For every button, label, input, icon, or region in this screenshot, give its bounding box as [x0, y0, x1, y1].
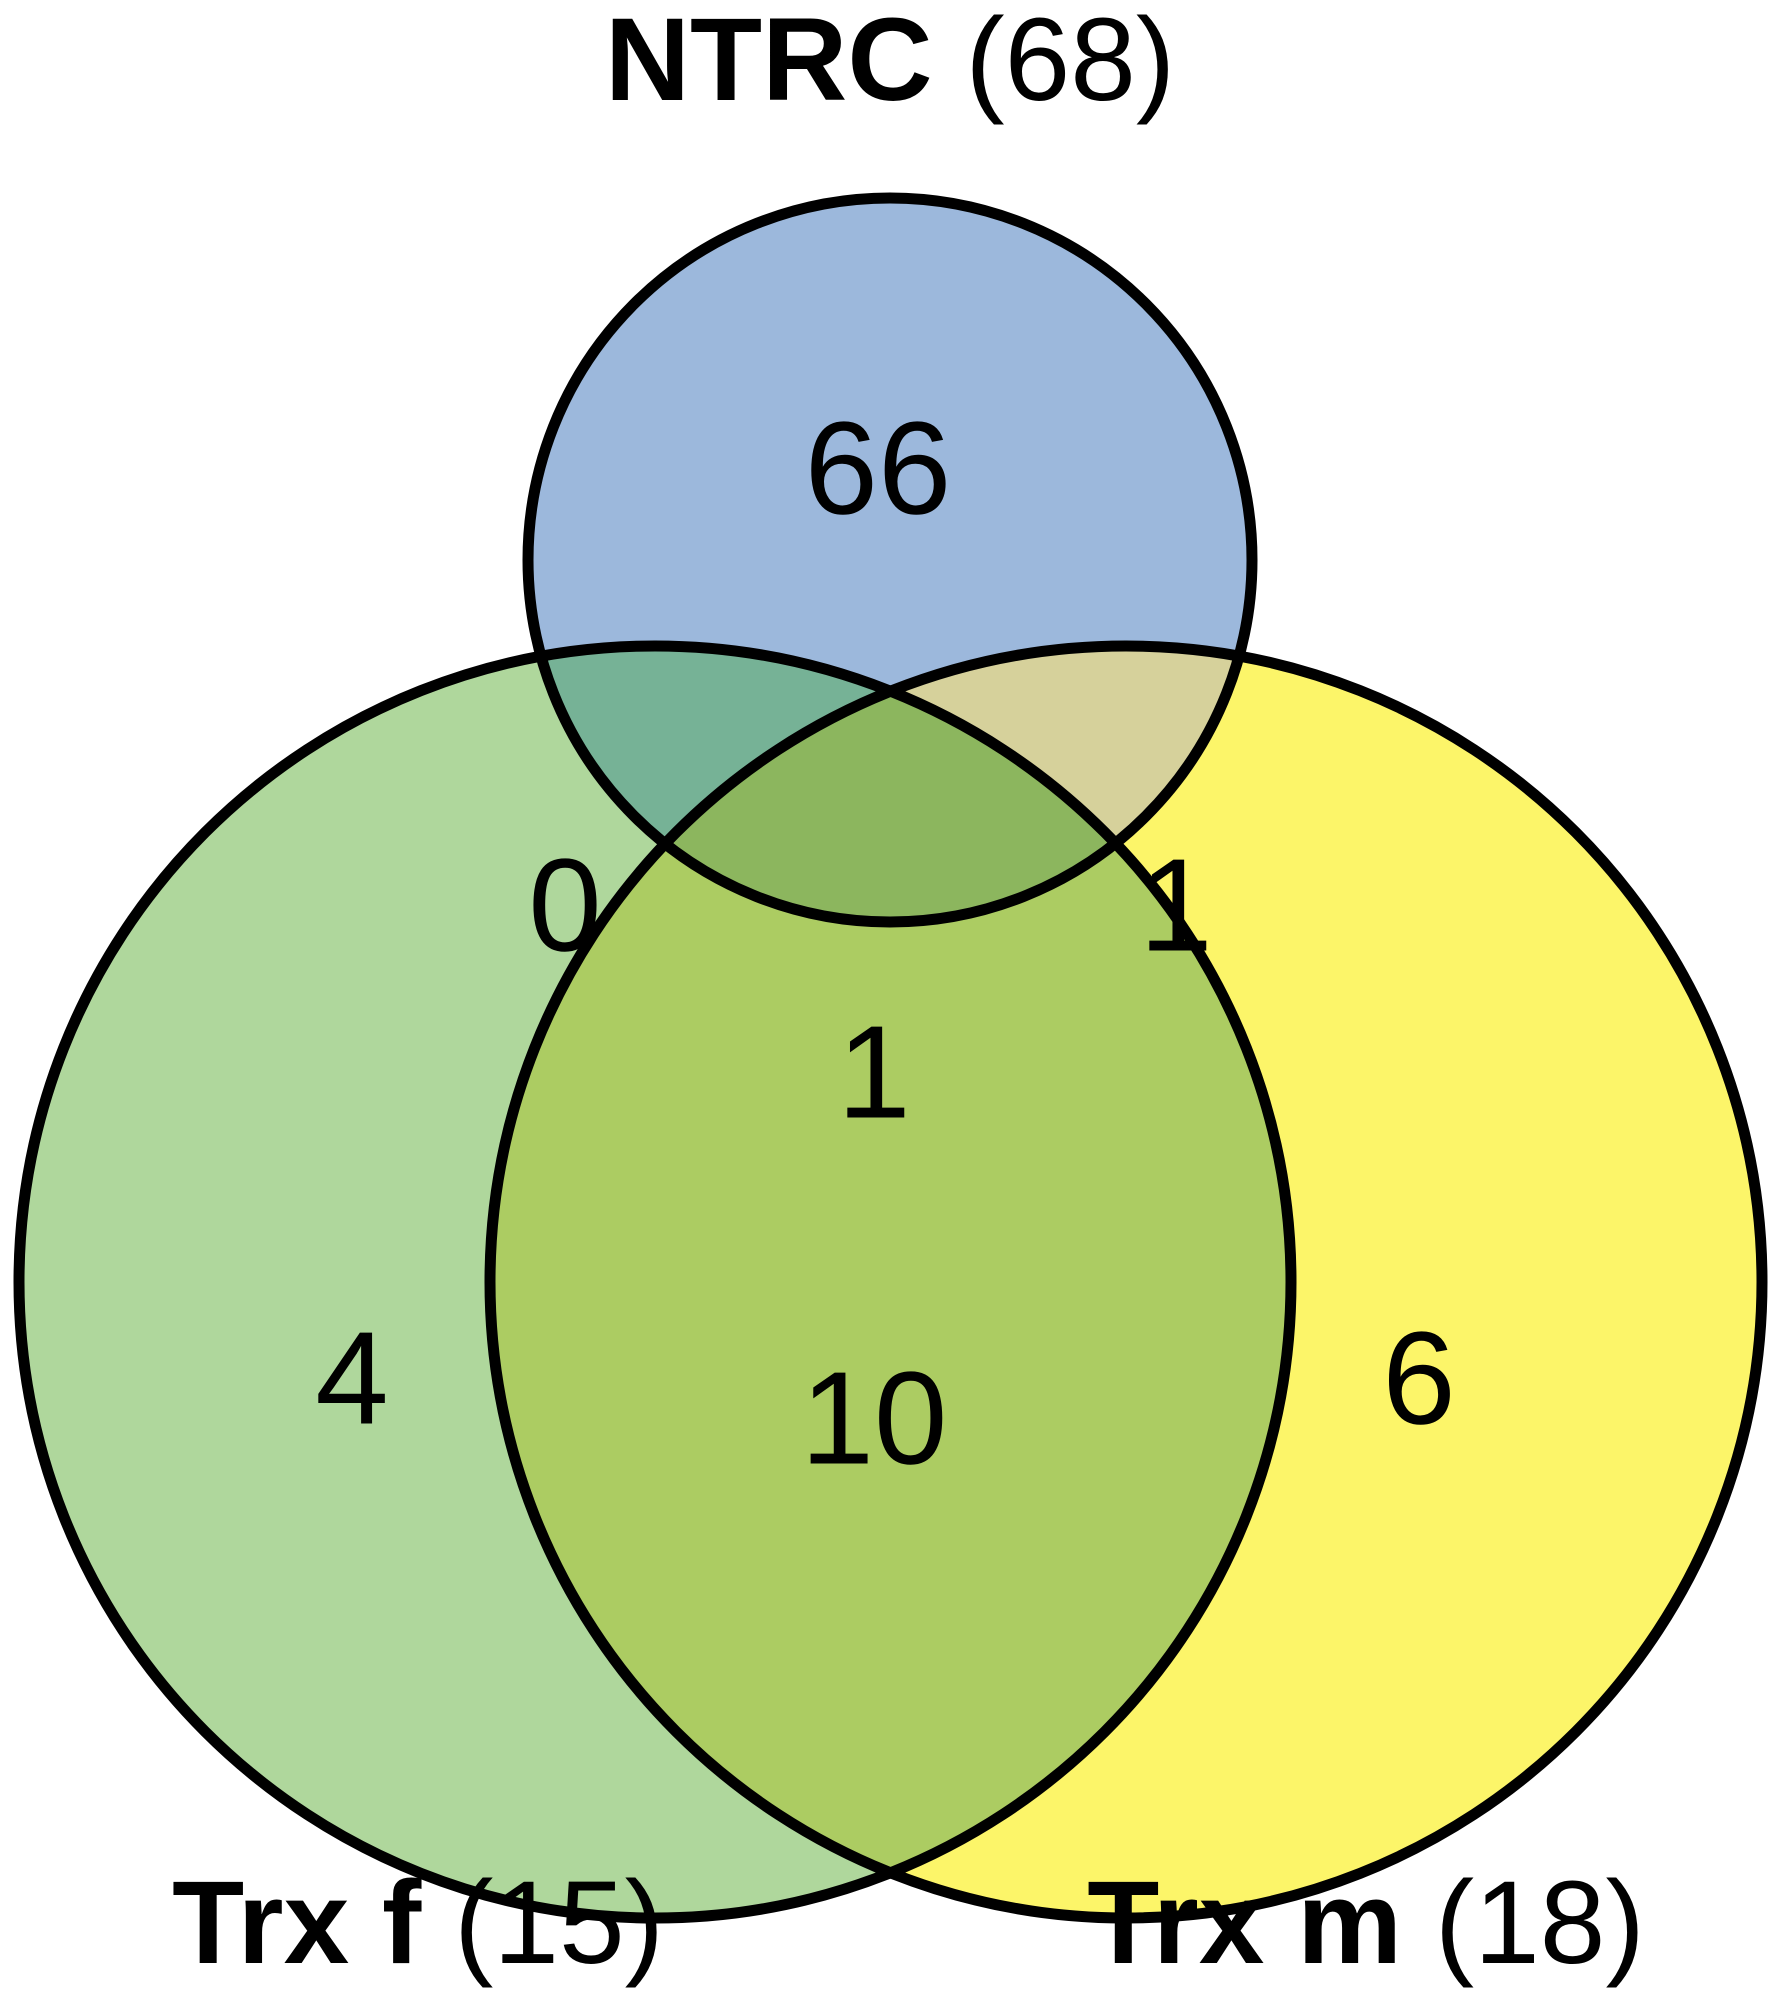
count-ntrc-trxm: 1 — [1139, 832, 1212, 979]
venn-region-counts: 66 0 1 1 4 10 6 — [315, 395, 1455, 1492]
label-trxm-name: Trx m — [1087, 1857, 1402, 1989]
label-trxf-count: (15) — [454, 1857, 664, 1989]
label-ntrc-name: NTRC — [605, 0, 933, 126]
label-trxf-name: Trx f — [172, 1857, 422, 1989]
count-ntrc-trxf: 0 — [528, 832, 601, 979]
label-ntrc-count: (68) — [965, 0, 1175, 126]
region-fill-trxf-trxm — [490, 646, 1291, 1918]
label-trxm: Trx m (18) — [1087, 1857, 1644, 1989]
count-ntrc-only: 66 — [805, 395, 952, 542]
circle-outline-trxm — [484, 640, 1768, 1924]
venn-circle-outlines — [13, 192, 1768, 1924]
circle-outline-trxf — [13, 640, 1297, 1924]
circle-outline-ntrc — [522, 192, 1258, 928]
venn-region-fills — [19, 198, 1762, 1918]
count-trxf-trxm: 10 — [801, 1345, 948, 1492]
label-trxm-count: (18) — [1435, 1857, 1645, 1989]
venn-set-labels: NTRC (68) Trx f (15) Trx m (18) — [172, 0, 1645, 1989]
count-triple: 1 — [837, 999, 910, 1146]
count-trxm-only: 6 — [1382, 1305, 1455, 1452]
count-trxf-only: 4 — [315, 1305, 388, 1452]
label-ntrc: NTRC (68) — [605, 0, 1175, 126]
label-trxf: Trx f (15) — [172, 1857, 664, 1989]
